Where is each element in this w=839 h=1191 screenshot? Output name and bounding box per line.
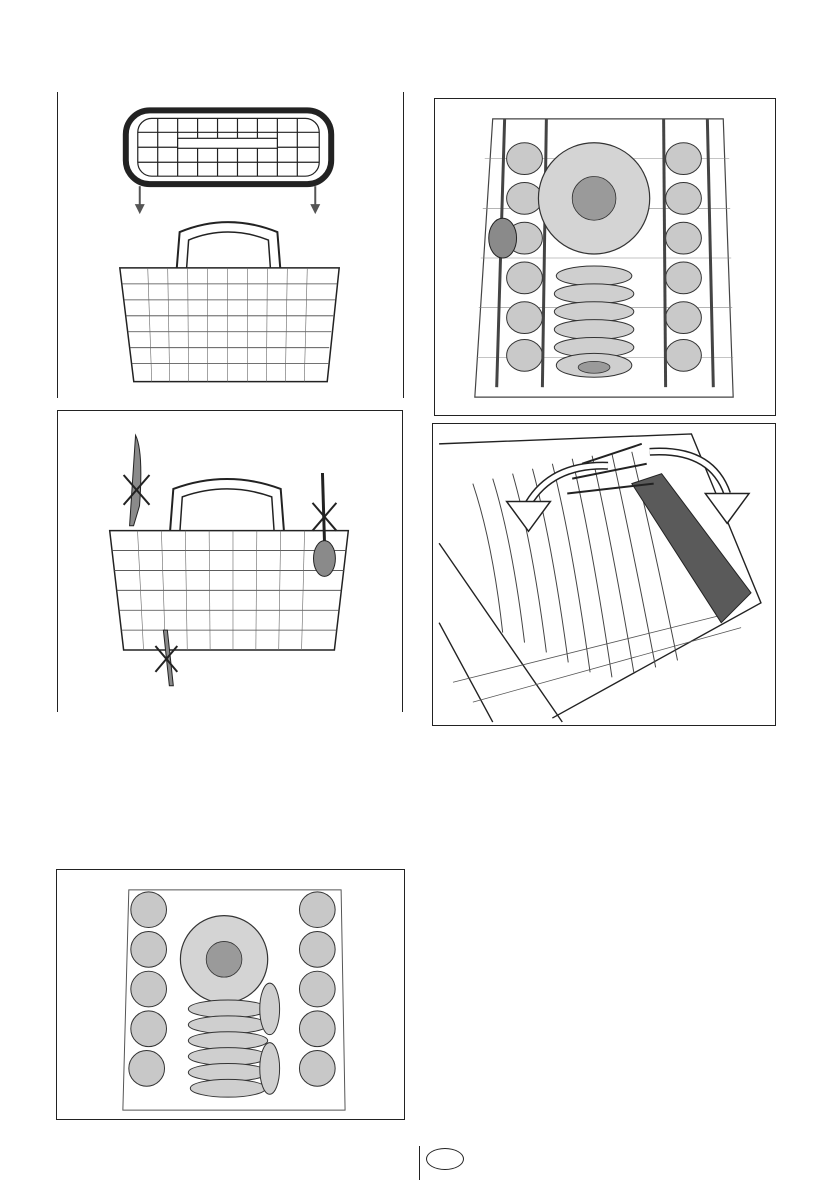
figure-lower-rack-loaded: [56, 869, 405, 1120]
figure-cutlery-wrong-placement: [57, 410, 403, 712]
upper-rack-illustration: [435, 99, 775, 415]
footer-divider: [419, 1146, 420, 1180]
foldable-supports-illustration: [433, 424, 775, 725]
cutlery-basket-grid-illustration: [58, 92, 403, 398]
language-badge: [426, 1148, 464, 1170]
figure-cutlery-grid-insert: [57, 92, 403, 398]
lower-rack-illustration: [57, 870, 404, 1119]
down-arrow-icon: [310, 186, 320, 214]
cutlery-wrong-placement-illustration: [58, 411, 402, 712]
figure-foldable-plate-supports: [432, 423, 776, 726]
figure-upper-rack-loaded: [434, 98, 776, 416]
down-arrow-icon: [135, 186, 145, 214]
